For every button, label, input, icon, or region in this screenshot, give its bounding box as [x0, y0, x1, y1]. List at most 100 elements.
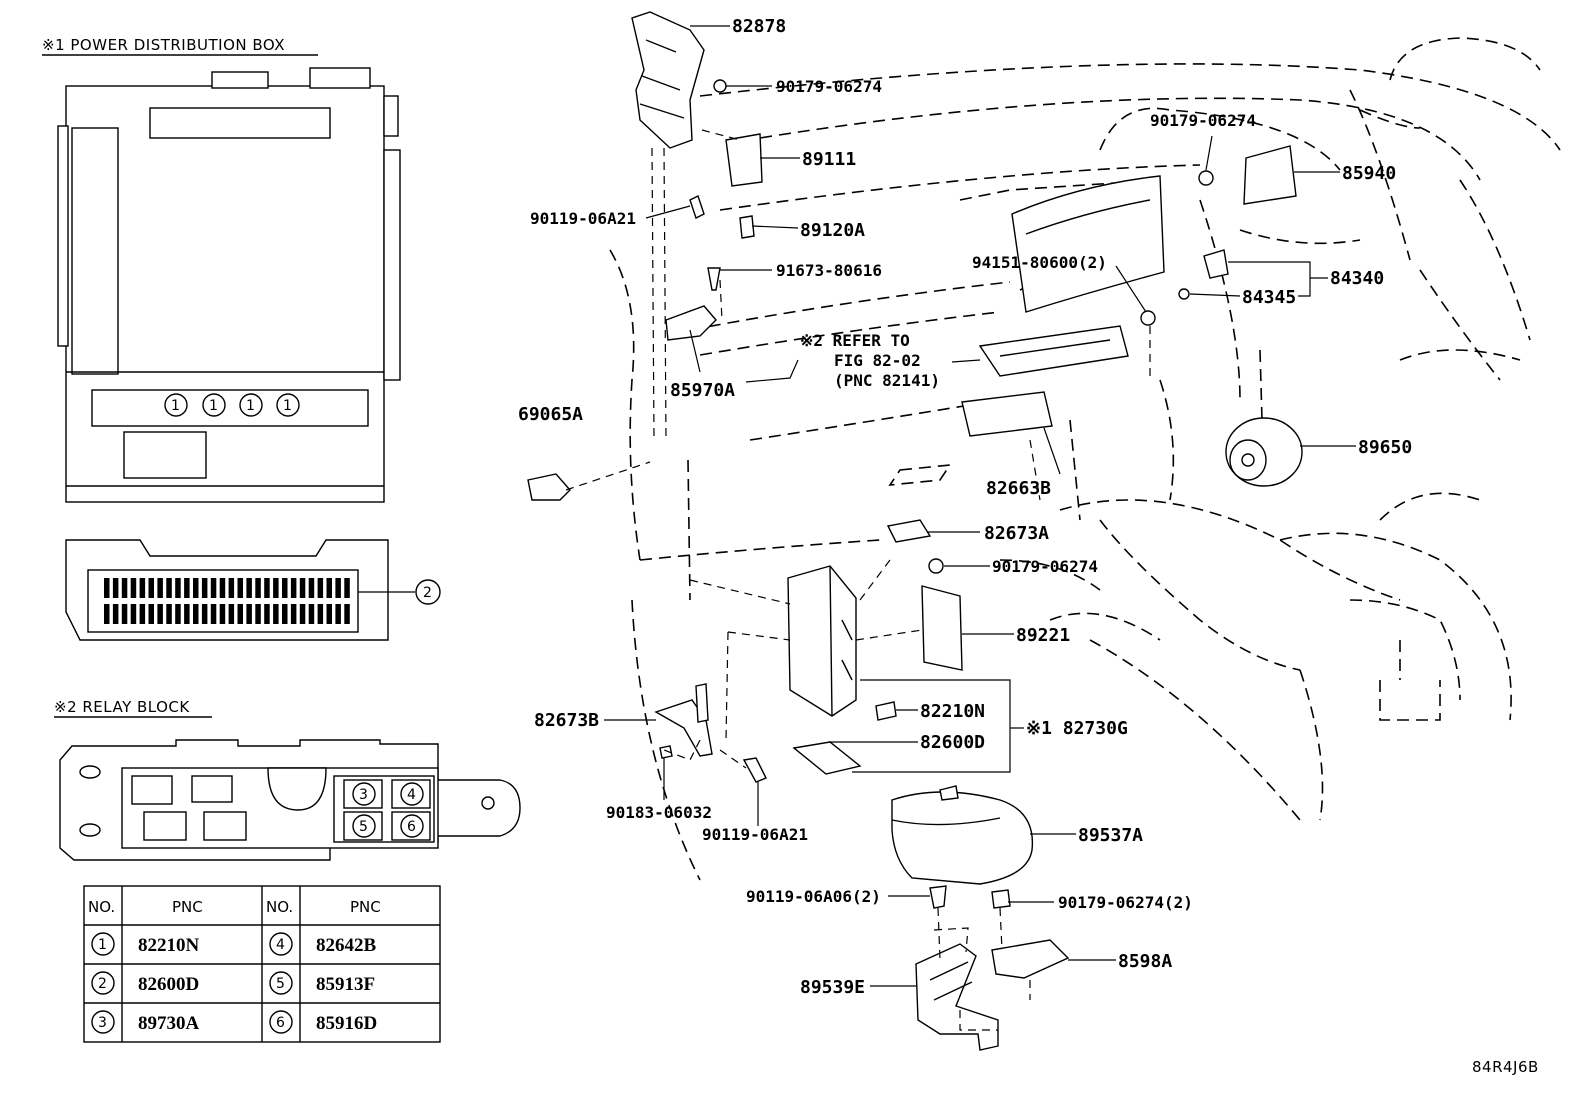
fuse-slot [112, 604, 119, 624]
relay-circle [400, 782, 424, 806]
switch-69065A [527, 473, 571, 501]
relay-circle-label: 6 [407, 819, 416, 835]
fuse-slot [326, 604, 332, 624]
box-fuse-circle-label: 1 [209, 398, 218, 414]
label-90183-06032: 90183-06032 [606, 803, 712, 822]
fuse-slot [184, 604, 190, 624]
fuse-slot [228, 604, 235, 624]
power-distribution-box-section: ※1 POWER DISTRIBUTION BOX 1 1 1 1 [42, 36, 441, 641]
table-cell-pnc: 85916D [316, 1013, 377, 1034]
module-85940 [1243, 145, 1297, 205]
relay-circle-label: 5 [359, 819, 368, 835]
label-89539E: 89539E [800, 977, 865, 998]
label-82600D: 82600D [920, 732, 985, 753]
power-box-side-view: 2 [65, 539, 441, 641]
table-cell-no: 6 [276, 1015, 285, 1031]
label-89120A: 89120A [800, 220, 865, 241]
relay-block-82141 [978, 325, 1129, 377]
dashboard-outline [609, 37, 1561, 881]
fuse-slot [210, 578, 217, 598]
label-82878: 82878 [732, 16, 786, 37]
table-cell-no: 2 [98, 976, 107, 992]
label-84345: 84345 [1242, 287, 1296, 308]
fuse-slot [317, 604, 324, 624]
fuse-slot [193, 578, 199, 598]
fuse-slot [326, 578, 332, 598]
fuse-slot [264, 604, 270, 624]
fuse-slot [157, 604, 163, 624]
box-fuse-circle [239, 393, 263, 417]
label-90179-06274-a: 90179-06274 [776, 77, 882, 96]
label-90179-06274-c: 90179-06274 [992, 557, 1098, 576]
leader-lines [604, 25, 1356, 987]
pnc-table: NO. PNC NO. PNC 1 82210N 4 82642B 2 8260… [83, 885, 441, 1043]
fuse-slot [255, 578, 261, 598]
assembly-dashed-lines [565, 129, 1151, 1031]
fuse-slot [130, 578, 137, 598]
fuse-slot [290, 604, 297, 624]
power-box-front-view: 1 1 1 1 [57, 67, 401, 503]
part-labels: 82878 90179-06274 89111 90119-06A21 8912… [518, 16, 1538, 1076]
label-8598A: 8598A [1118, 951, 1172, 972]
fuse-slot [344, 578, 350, 598]
fuse-slot [219, 604, 226, 624]
fuse-slot [112, 578, 119, 598]
fuse-slot [121, 604, 128, 624]
refer-note-line3: (PNC 82141) [834, 371, 940, 390]
fuse-slot [104, 578, 110, 598]
label-82673B: 82673B [534, 710, 599, 731]
box-fuse-circle-label: 1 [283, 398, 292, 414]
fuse-slot [246, 604, 252, 624]
label-82673A: 82673A [984, 523, 1049, 544]
fuse-slot [166, 578, 172, 598]
fuse-slot [228, 578, 235, 598]
fuse-slot [175, 604, 181, 624]
label-89650: 89650 [1358, 437, 1412, 458]
junction-82663B [961, 391, 1053, 437]
module-89111 [725, 133, 763, 187]
table-cell-no: 1 [98, 937, 107, 953]
label-90179-06274-d: 90179-06274(2) [1058, 893, 1193, 912]
fuse-block-circle-label: 2 [423, 585, 432, 601]
fuse-slot [317, 578, 324, 598]
fuse-slot [273, 604, 279, 624]
buzzer-89650 [1225, 417, 1303, 487]
fuse-slot [255, 604, 261, 624]
box-fuse-circle [164, 393, 188, 417]
table-cell-no: 3 [98, 1015, 107, 1031]
relay-circle [400, 814, 424, 838]
fuse-slot [193, 604, 199, 624]
fuse-slot [308, 578, 315, 598]
label-84340: 84340 [1330, 268, 1384, 289]
box-fuse-circle [276, 393, 300, 417]
fuse-slot [219, 578, 226, 598]
fuse-slot [264, 578, 270, 598]
power-box-caption: ※1 POWER DISTRIBUTION BOX [42, 36, 285, 54]
fuse-slot [237, 578, 243, 598]
ecu-89221 [921, 585, 963, 671]
label-90119-06A06: 90119-06A06(2) [746, 887, 881, 906]
table-cell-no: 4 [276, 937, 285, 953]
table-cell-pnc: 82600D [138, 974, 199, 995]
relay-circle-label: 4 [407, 787, 416, 803]
refer-note-line1: ※2 REFER TO [800, 331, 910, 350]
fuse-slot [282, 578, 288, 598]
main-body-ecu-82730G [787, 565, 857, 717]
relay-circle-label: 3 [359, 787, 368, 803]
fuse-block-circle [415, 579, 441, 605]
table-cell-pnc: 82210N [138, 935, 200, 956]
table-header-no: NO. [88, 898, 115, 916]
fuse-slot [210, 604, 217, 624]
table-cell-no: 5 [276, 976, 285, 992]
fuse-slot [104, 604, 110, 624]
fuse-slot [139, 578, 146, 598]
bracket-89539E [915, 943, 999, 1051]
fuse-slot [299, 578, 306, 598]
table-cell-pnc: 89730A [138, 1013, 200, 1034]
fuse-slot [148, 604, 154, 624]
fuse-slot [184, 578, 190, 598]
fuse-slot [166, 604, 172, 624]
table-header-pnc: PNC [350, 898, 381, 916]
display-screen-outline [1011, 175, 1165, 313]
